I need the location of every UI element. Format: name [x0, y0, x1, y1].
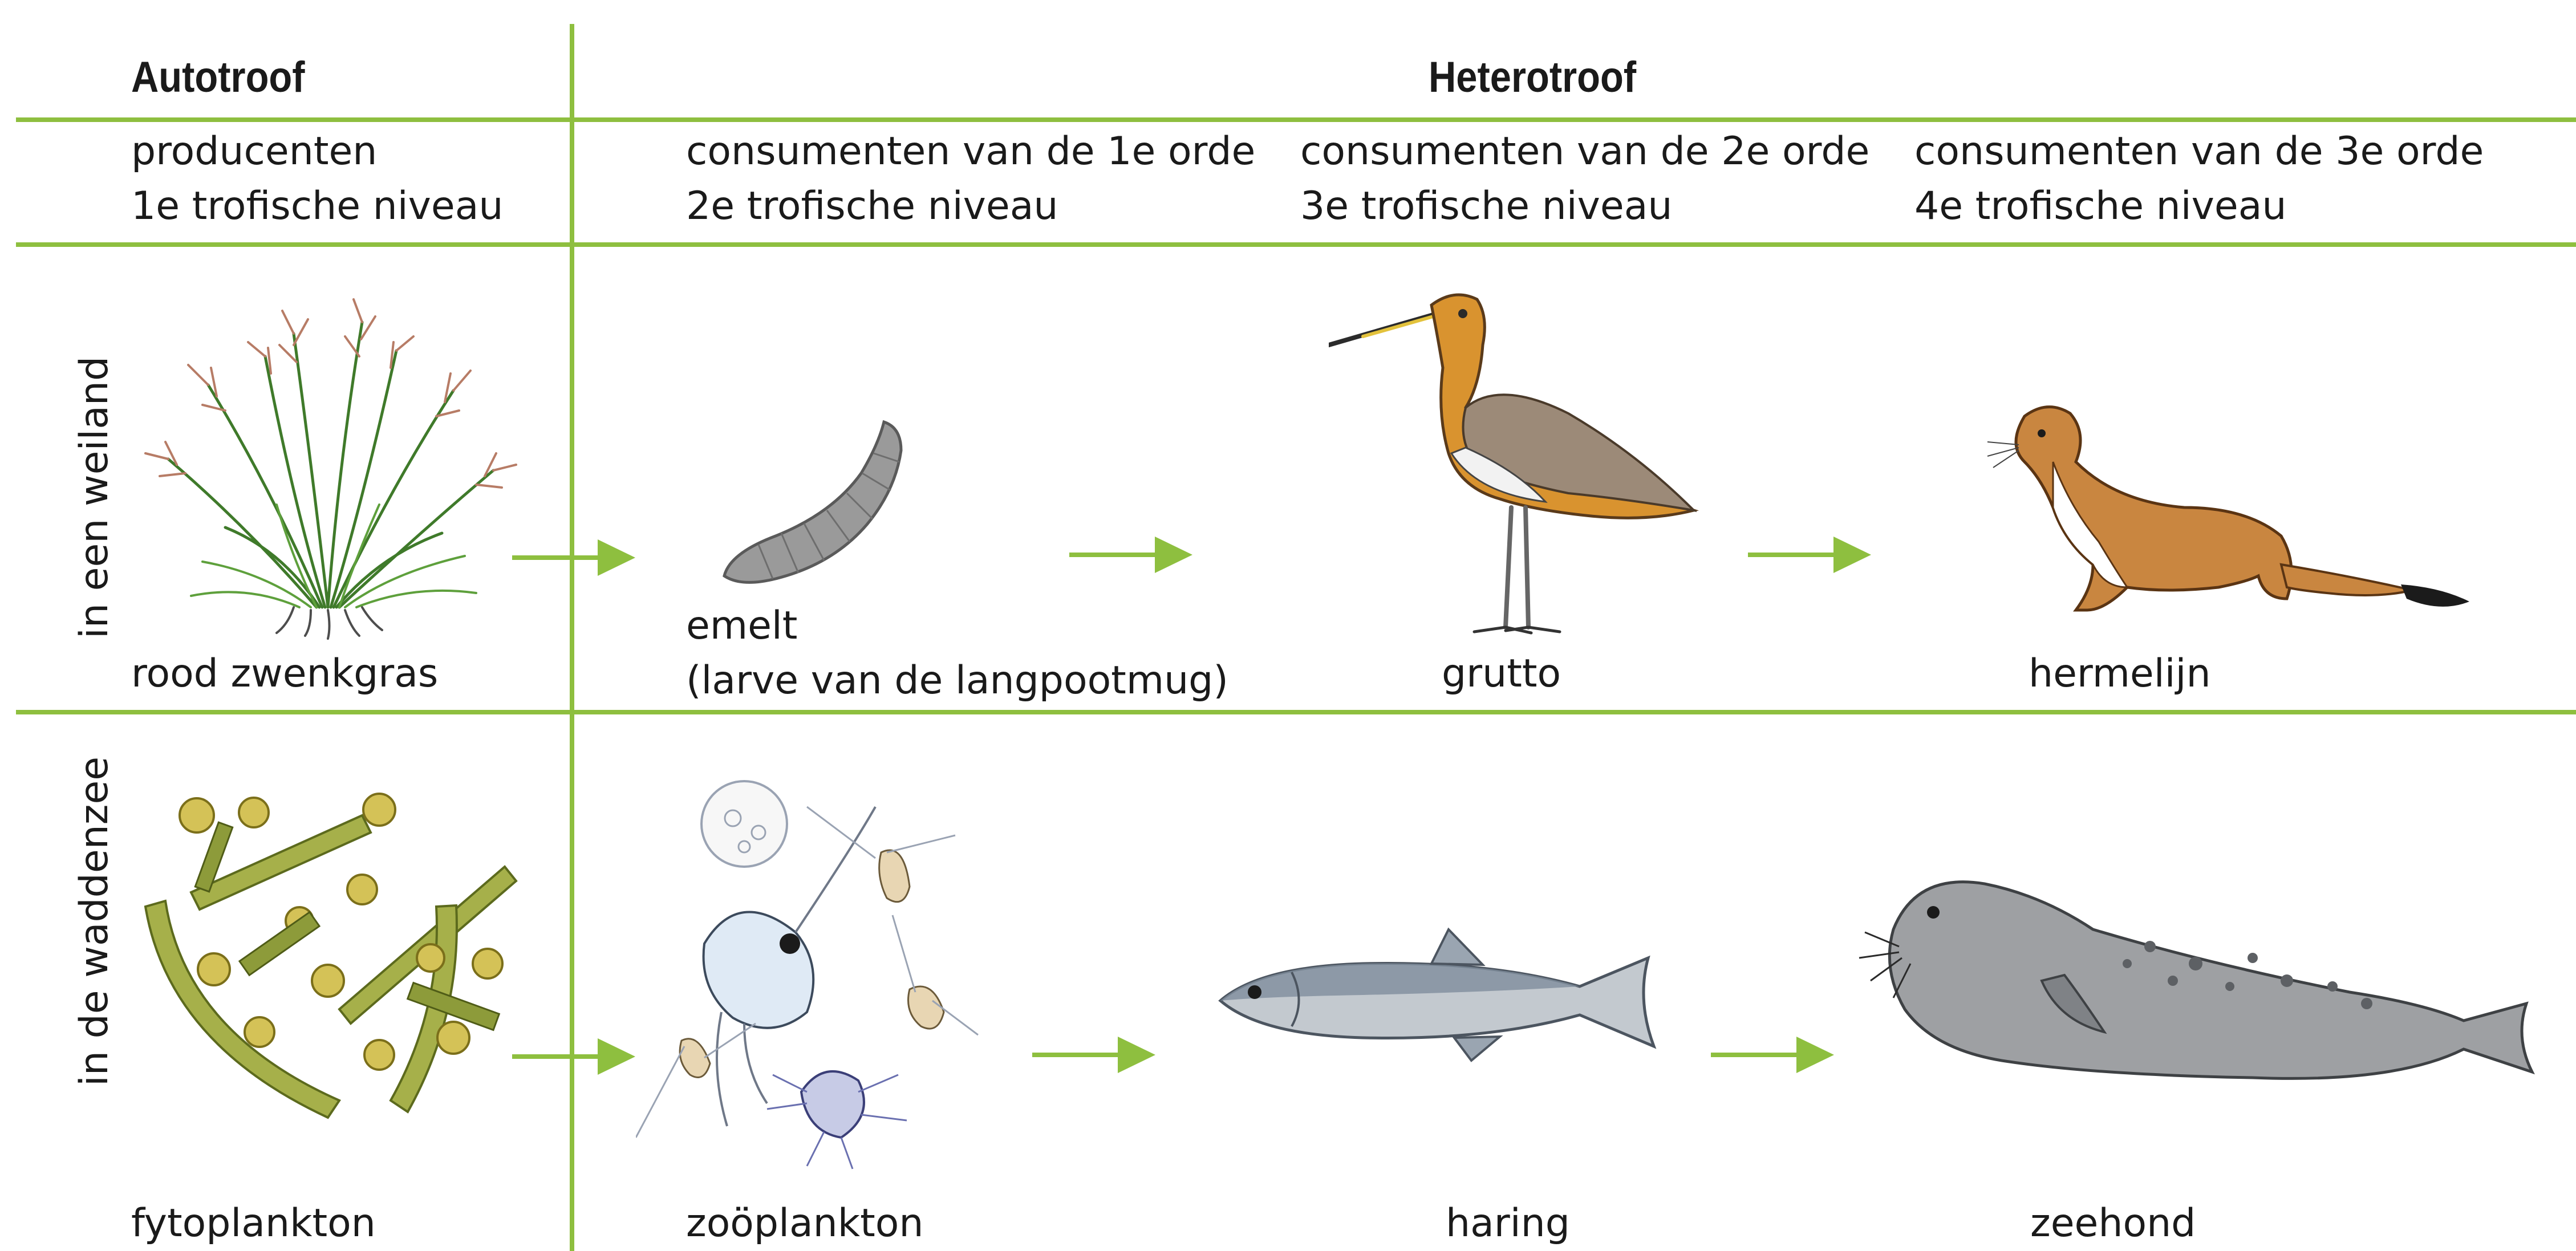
- zooplankton-icon: [636, 773, 1024, 1172]
- level-4-role: consumenten van de 3e orde: [1914, 124, 2484, 179]
- organism-seal-label: zeehond: [2030, 1204, 2196, 1243]
- level-3: consumenten van de 2e orde 3e trofische …: [1300, 124, 1869, 234]
- level-2-level: 2e trofische niveau: [686, 179, 1255, 234]
- level-1-level: 1e trofische niveau: [131, 179, 503, 234]
- divider-rows: [16, 710, 2576, 714]
- divider-levels: [16, 242, 2576, 247]
- herring-icon: [1215, 924, 1688, 1078]
- level-3-level: 3e trofische niveau: [1300, 179, 1869, 234]
- header-autotroph: Autotroof: [131, 56, 305, 99]
- arrow-meadow-3: [1748, 534, 1873, 575]
- organism-zooplankton-label: zoöplankton: [686, 1204, 923, 1243]
- level-2: consumenten van de 1e orde 2e trofische …: [686, 124, 1255, 234]
- seal-icon: [1853, 850, 2538, 1089]
- godwit-bird-icon: [1329, 282, 1705, 647]
- organism-herring-label: haring: [1446, 1204, 1570, 1243]
- grass-icon: [123, 288, 533, 641]
- level-4: consumenten van de 3e orde 4e trofische …: [1914, 124, 2484, 234]
- divider-header: [16, 117, 2576, 122]
- arrow-sea-1: [512, 1036, 638, 1077]
- organism-larva-name: emelt: [686, 599, 1228, 653]
- level-1-role: producenten: [131, 124, 503, 179]
- stoat-icon: [1979, 393, 2475, 633]
- level-2-role: consumenten van de 1e orde: [686, 124, 1255, 179]
- organism-grass-label: rood zwenkgras: [131, 655, 438, 693]
- arrow-sea-2: [1032, 1034, 1158, 1075]
- level-3-role: consumenten van de 2e orde: [1300, 124, 1869, 179]
- row-label-meadow: in een weiland: [72, 356, 117, 639]
- arrow-sea-3: [1711, 1034, 1836, 1075]
- organism-larva-sub: (larve van de langpootmug): [686, 653, 1228, 708]
- organism-larva-label: emelt (larve van de langpootmug): [686, 599, 1228, 708]
- organism-phytoplankton-label: fytoplankton: [131, 1204, 376, 1243]
- row-label-wadden-sea: in de waddenzee: [72, 757, 117, 1086]
- header-heterotroph: Heterotroof: [1429, 56, 1636, 99]
- level-1: producenten 1e trofische niveau: [131, 124, 503, 234]
- arrow-meadow-2: [1069, 534, 1195, 575]
- organism-stoat-label: hermelijn: [2029, 655, 2211, 693]
- level-4-level: 4e trofische niveau: [1914, 179, 2484, 234]
- organism-godwit-label: grutto: [1442, 655, 1561, 693]
- arrow-meadow-1: [512, 537, 638, 578]
- phytoplankton-icon: [134, 793, 528, 1129]
- larva-icon: [713, 411, 912, 593]
